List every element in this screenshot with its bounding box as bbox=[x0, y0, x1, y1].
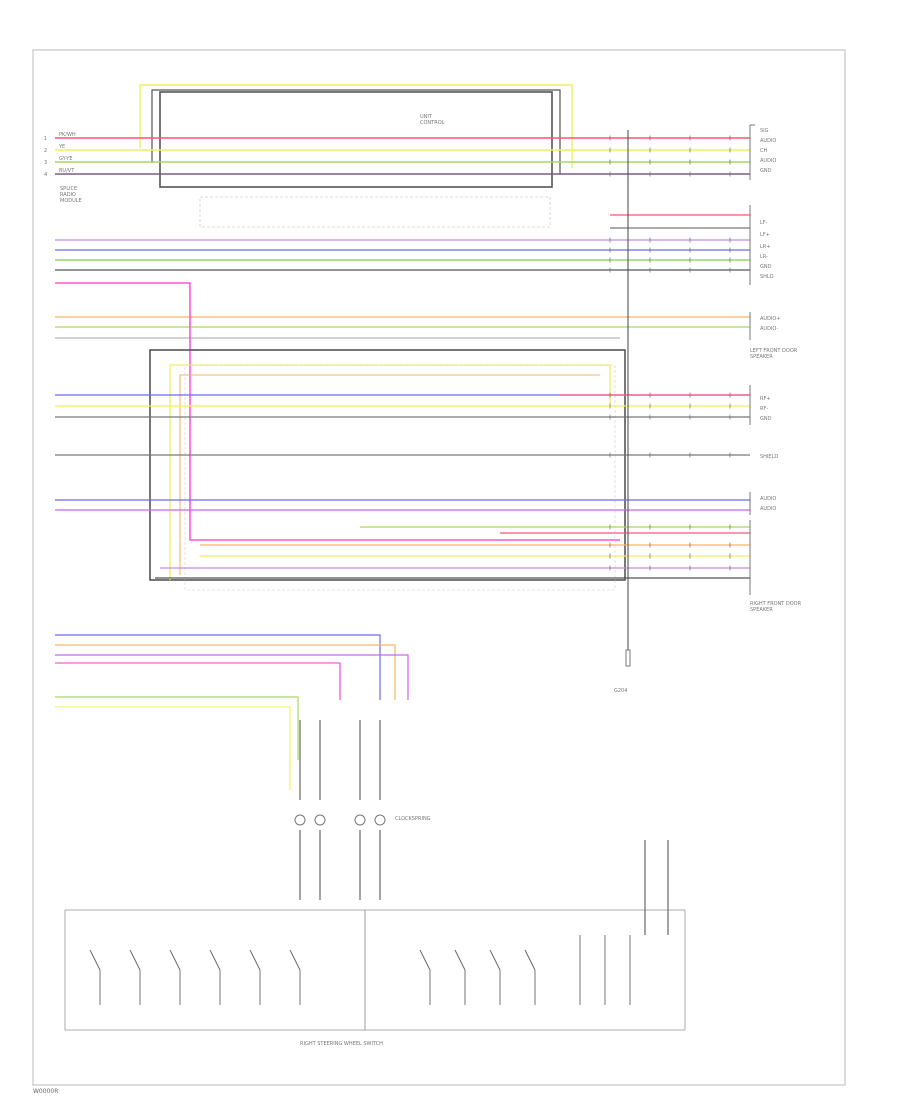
terminal-label: LR+ bbox=[760, 244, 770, 250]
terminal-label: AUDIO- bbox=[760, 326, 778, 332]
top-module-box bbox=[159, 91, 553, 188]
wire-blue-steering bbox=[55, 634, 381, 700]
ground-label: G204 bbox=[614, 688, 627, 694]
terminal-label: LF- bbox=[760, 220, 768, 226]
dashed-subassembly-top bbox=[199, 196, 551, 228]
wire-yellow-steer bbox=[55, 706, 291, 790]
terminal-label: GND bbox=[760, 264, 772, 270]
switch-contact bbox=[169, 949, 181, 971]
splice-label: MODULE bbox=[60, 198, 82, 204]
wire-orange-lower-loop bbox=[179, 374, 600, 575]
switch-contact bbox=[524, 949, 536, 971]
terminal-label: RF+ bbox=[760, 396, 771, 402]
wire-magenta-long bbox=[55, 282, 620, 541]
switch-contact bbox=[489, 949, 501, 971]
module-label: CONTROL bbox=[420, 120, 445, 126]
terminal-label: GND bbox=[760, 168, 772, 174]
terminal-label: RF- bbox=[760, 406, 768, 412]
outer-frame bbox=[32, 49, 846, 1086]
terminal-label: AUDIO bbox=[760, 158, 776, 164]
switch-contact bbox=[454, 949, 466, 971]
splice-label: SPLICE bbox=[60, 186, 77, 192]
terminal-label: SHLD bbox=[760, 274, 774, 280]
dashed-lower-frame bbox=[184, 364, 616, 591]
wire-orange-steering bbox=[55, 644, 396, 700]
wire-code: BU/VT bbox=[59, 168, 75, 174]
steering-switch-box-right bbox=[364, 909, 686, 1031]
component-label: LEFT FRONT DOOR bbox=[750, 348, 798, 354]
wire-yellow-top-loop bbox=[139, 84, 573, 168]
terminal-label: AUDIO bbox=[760, 496, 776, 502]
switch-contact bbox=[209, 949, 221, 971]
pin-number: 3 bbox=[44, 160, 47, 166]
terminal-label: AUDIO bbox=[760, 506, 776, 512]
module-label: UNIT bbox=[420, 114, 433, 120]
wire-code: YE bbox=[58, 144, 65, 150]
wire-magenta-steering bbox=[55, 662, 341, 700]
component-label: SPEAKER bbox=[750, 354, 773, 360]
wire-yellow-lower-loop bbox=[169, 364, 611, 580]
clockspring-terminal bbox=[294, 814, 306, 826]
component-label: SPEAKER bbox=[750, 607, 773, 613]
component-label: RIGHT STEERING WHEEL SWITCH bbox=[300, 1041, 383, 1047]
terminal-label: SHIELD bbox=[760, 454, 778, 460]
splice-label: RADIO bbox=[60, 192, 76, 198]
ground-stub bbox=[625, 649, 631, 667]
terminal-label: GND bbox=[760, 416, 772, 422]
clockspring-terminal bbox=[314, 814, 326, 826]
switch-contact bbox=[89, 949, 101, 971]
steering-switch-box-left bbox=[64, 909, 366, 1031]
terminal-label: AUDIO+ bbox=[760, 316, 781, 322]
footer-code: W0000R bbox=[33, 1088, 59, 1095]
pin-number: 2 bbox=[44, 148, 47, 154]
switch-contact bbox=[289, 949, 301, 971]
wire-ltgreen-steer bbox=[55, 696, 299, 760]
clockspring-terminal bbox=[354, 814, 366, 826]
component-label: RIGHT FRONT DOOR bbox=[750, 601, 802, 607]
wire-code: GY-YE bbox=[59, 156, 73, 162]
wire-code: PK/WH bbox=[59, 132, 76, 138]
terminal-label: LR- bbox=[760, 254, 768, 260]
switch-contact bbox=[129, 949, 141, 971]
terminal-label: CH bbox=[760, 148, 767, 154]
terminal-label: LF+ bbox=[760, 232, 770, 238]
component-label: CLOCKSPRING bbox=[395, 816, 431, 822]
wire-ground-top-loop bbox=[151, 89, 561, 175]
terminal-label: SIG bbox=[760, 128, 769, 134]
switch-contact bbox=[249, 949, 261, 971]
switch-contact bbox=[419, 949, 431, 971]
wire-violet-steering bbox=[55, 654, 409, 700]
lower-module-box bbox=[149, 349, 626, 581]
terminal-label: AUDIO bbox=[760, 138, 776, 144]
pin-number: 4 bbox=[44, 172, 47, 178]
pin-number: 1 bbox=[44, 136, 47, 142]
clockspring-terminal bbox=[374, 814, 386, 826]
